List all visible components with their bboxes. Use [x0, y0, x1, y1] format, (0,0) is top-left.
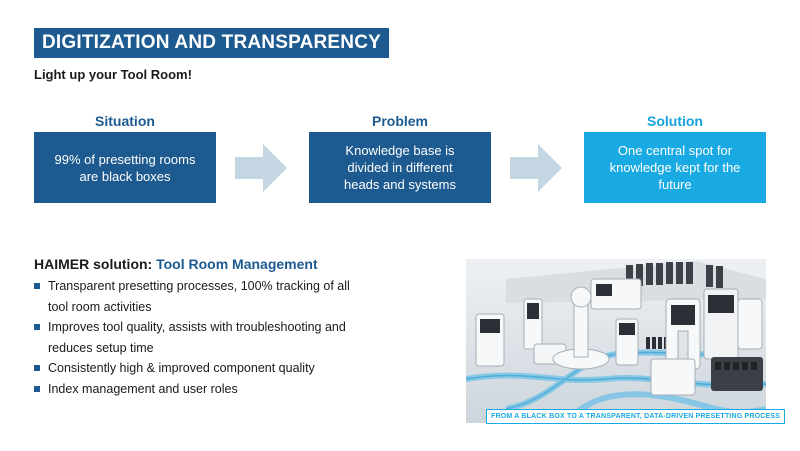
- situation-text-line: are black boxes: [79, 168, 171, 184]
- solution-box: One central spot for knowledge kept for …: [584, 132, 766, 203]
- bullet-square-icon: [34, 365, 40, 371]
- problem-text-line: Knowledge base is: [345, 143, 455, 158]
- solution-text-line: knowledge kept for the future: [609, 160, 741, 192]
- solution-label: HAIMER solution:: [34, 256, 157, 272]
- solution-section-title: HAIMER solution: Tool Room Management: [34, 256, 318, 272]
- right-arrow-icon: [235, 144, 287, 192]
- solution-product-name: Tool Room Management: [156, 256, 318, 272]
- problem-box: Knowledge base is divided in different h…: [309, 132, 491, 203]
- list-item-text: tool room activities: [48, 299, 152, 314]
- image-caption: FROM A BLACK BOX TO A TRANSPARENT, DATA-…: [486, 409, 786, 424]
- benefit-list: Transparent presetting processes, 100% t…: [34, 276, 364, 399]
- list-item: Consistently high & improved component q…: [34, 358, 364, 379]
- list-item-text: Improves tool quality, assists with trou…: [48, 320, 346, 334]
- problem-text-line: heads and systems: [343, 177, 456, 192]
- solution-heading: Solution: [647, 113, 703, 129]
- tool-room-illustration: [466, 259, 766, 423]
- situation-text-line: 99% of presetting rooms: [54, 151, 196, 167]
- list-item: Improves tool quality, assists with trou…: [34, 317, 364, 358]
- situation-box: 99% of presetting rooms are black boxes: [34, 132, 216, 203]
- bullet-square-icon: [34, 385, 40, 392]
- tool-room-scene-icon: [466, 259, 766, 423]
- page-title: DIGITIZATION AND TRANSPARENCY: [34, 28, 389, 58]
- problem-text-line: divided in different: [347, 160, 453, 175]
- list-item-text: Index management and user roles: [48, 381, 238, 396]
- right-arrow-icon: [510, 144, 562, 192]
- list-item: Transparent presetting processes, 100% t…: [34, 276, 364, 317]
- situation-heading: Situation: [95, 113, 155, 129]
- solution-text-line: One central spot for: [617, 143, 733, 158]
- bullet-square-icon: [34, 283, 40, 289]
- list-item-text: Consistently high & improved component q…: [48, 361, 315, 375]
- list-item-text: Transparent presetting processes, 100% t…: [48, 279, 350, 293]
- list-item-text: reduces setup time: [48, 340, 154, 355]
- page-subtitle: Light up your Tool Room!: [34, 67, 192, 82]
- list-item: Index management and user roles: [34, 379, 364, 400]
- problem-heading: Problem: [371, 113, 428, 129]
- bullet-square-icon: [34, 324, 40, 330]
